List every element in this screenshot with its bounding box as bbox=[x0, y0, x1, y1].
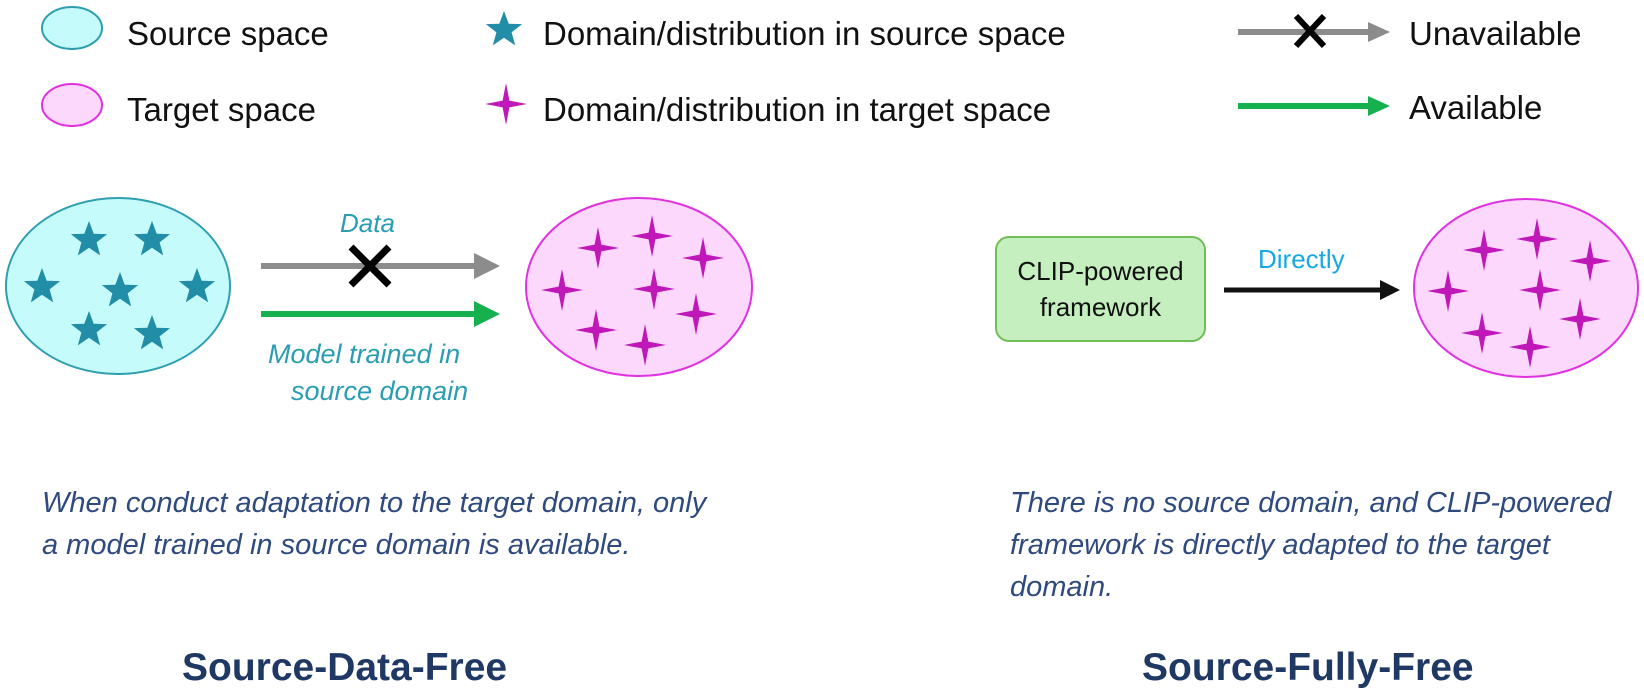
source-domain-star-icon bbox=[485, 11, 523, 46]
target-domain-star-icon bbox=[485, 83, 527, 125]
directly-arrow-label: Directly bbox=[1258, 244, 1345, 274]
clip-box-line1: CLIP-powered bbox=[1017, 256, 1184, 286]
legend-target-space-label: Target space bbox=[127, 91, 316, 128]
clip-framework-box: CLIP-powered framework bbox=[995, 236, 1206, 342]
target-space-legend-icon bbox=[41, 83, 103, 127]
clip-box-line2: framework bbox=[1039, 292, 1162, 322]
model-arrow-label-line1: Model trained in bbox=[268, 339, 461, 369]
legend-source-domain-label: Domain/distribution in source space bbox=[543, 15, 1066, 52]
source-fully-free-title: Source-Fully-Free bbox=[1142, 646, 1474, 689]
source-space-ellipse bbox=[5, 197, 231, 375]
data-arrow-label: Data bbox=[340, 208, 395, 238]
data-unavailable-arrow bbox=[261, 244, 500, 288]
legend-source-space-label: Source space bbox=[127, 15, 329, 52]
legend-available-label: Available bbox=[1409, 89, 1543, 126]
unavailable-arrow-icon bbox=[1238, 13, 1390, 49]
legend-unavailable-label: Unavailable bbox=[1409, 15, 1582, 52]
model-available-arrow bbox=[261, 301, 500, 327]
source-space-legend-icon bbox=[41, 6, 103, 50]
model-arrow-label-line2: source domain bbox=[291, 376, 469, 406]
target-space-ellipse-left bbox=[525, 197, 753, 377]
direct-adaptation-arrow bbox=[1224, 280, 1400, 300]
source-fully-free-description: There is no source domain, and CLIP-powe… bbox=[1010, 487, 1612, 603]
legend-target-domain-label: Domain/distribution in target space bbox=[543, 91, 1052, 128]
source-data-free-description: When conduct adaptation to the target do… bbox=[42, 487, 707, 561]
target-space-ellipse-right bbox=[1413, 198, 1639, 378]
source-data-free-title: Source-Data-Free bbox=[182, 646, 508, 689]
available-arrow-icon bbox=[1238, 96, 1390, 116]
